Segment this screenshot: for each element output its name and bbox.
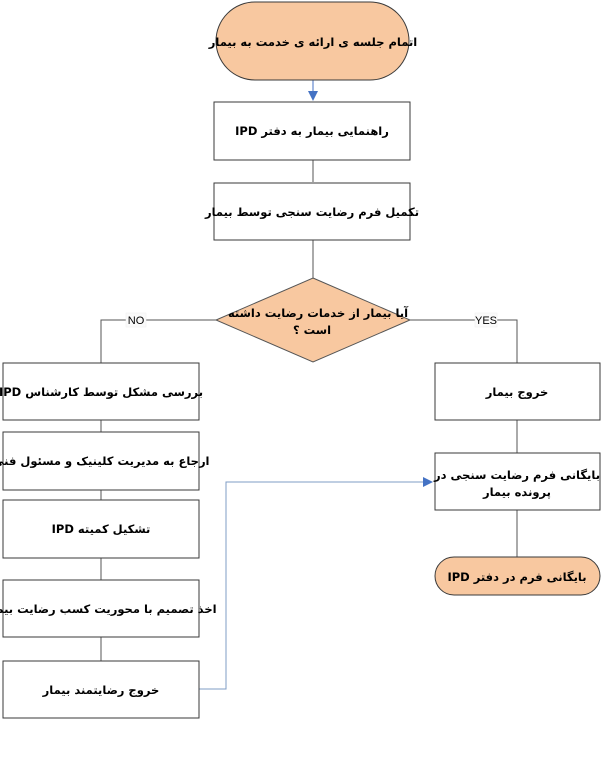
edge-decision-yes <box>410 319 518 363</box>
node-exit: خروج بیمار <box>434 362 601 421</box>
process-shape <box>434 452 601 511</box>
connectors <box>100 80 518 690</box>
process-shape <box>2 362 200 421</box>
edge-satisfied-exit-archive-file <box>199 477 433 690</box>
node-start-label: اتمام جلسه ی ارائه ی خدمت به بیمار <box>208 35 417 49</box>
terminal-shape <box>215 1 410 81</box>
node-form-label: تکمیل فرم رضایت سنجی توسط بیمار <box>204 205 419 220</box>
node-refer-label: ارجاع به مدیریت کلینیک و مسئول فنی <box>0 454 210 469</box>
yes-label: YES <box>475 315 497 327</box>
node-guide-label: راهنمایی بیمار به دفتر IPD <box>235 124 389 138</box>
node-archive-file: بایگانی فرم رضایت سنجی در پرونده بیمار <box>433 452 601 511</box>
edge-label-yes: YES <box>474 312 498 328</box>
process-shape <box>2 499 200 559</box>
no-label: NO <box>128 315 145 327</box>
process-shape <box>2 579 200 638</box>
node-guide: راهنمایی بیمار به دفتر IPD <box>213 101 411 161</box>
node-review-label: بررسی مشکل توسط کارشناس IPD <box>0 385 203 400</box>
process-shape <box>213 182 411 241</box>
node-decision-line2: است ؟ <box>293 323 331 337</box>
node-decision: آیا بیمار از خدمات رضایت داشته است ؟ <box>214 277 412 363</box>
process-shape <box>2 431 200 491</box>
node-committee-label: تشکیل کمیته IPD <box>52 522 151 536</box>
node-exit-label: خروج بیمار <box>485 385 549 400</box>
process-shape <box>434 362 601 421</box>
node-form: تکمیل فرم رضایت سنجی توسط بیمار <box>204 182 419 241</box>
node-archive-file-line2: پرونده بیمار <box>482 485 551 500</box>
terminal-shape <box>434 556 601 596</box>
node-review: بررسی مشکل توسط کارشناس IPD <box>0 362 203 421</box>
node-refer: ارجاع به مدیریت کلینیک و مسئول فنی <box>0 431 210 491</box>
edge-decision-no <box>100 319 216 363</box>
decision-shape <box>214 277 412 363</box>
process-shape <box>213 101 411 161</box>
node-decide: اخذ تصمیم با محوریت کسب رضایت بیمار <box>0 579 217 638</box>
node-archive-file-line1: بایگانی فرم رضایت سنجی در <box>433 468 600 482</box>
node-archive-office-label: بایگانی فرم در دفتر IPD <box>447 570 586 584</box>
edge-label-no: NO <box>125 312 147 328</box>
process-shape <box>2 660 200 719</box>
node-satisfied-exit: خروج رضایتمند بیمار <box>2 660 200 719</box>
node-start: اتمام جلسه ی ارائه ی خدمت به بیمار <box>208 1 417 81</box>
node-decision-line1: آیا بیمار از خدمات رضایت داشته <box>228 306 409 320</box>
node-committee: تشکیل کمیته IPD <box>2 499 200 559</box>
node-archive-office: بایگانی فرم در دفتر IPD <box>434 556 601 596</box>
node-satisfied-exit-label: خروج رضایتمند بیمار <box>42 683 160 698</box>
node-decide-label: اخذ تصمیم با محوریت کسب رضایت بیمار <box>0 602 217 617</box>
